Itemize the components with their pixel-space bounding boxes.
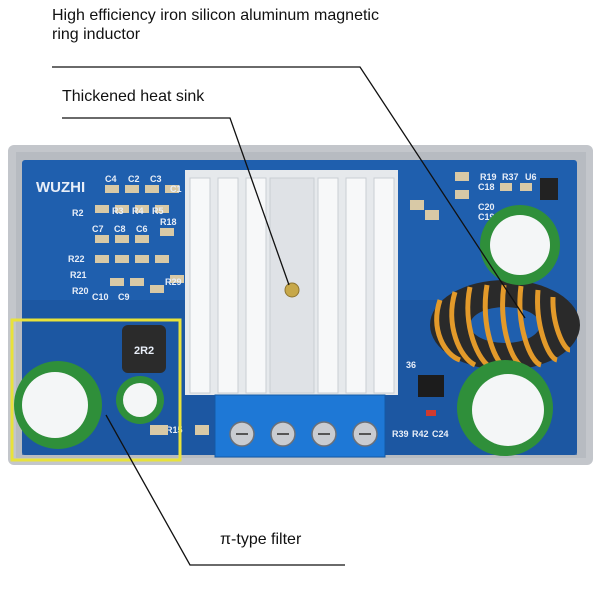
svg-text:R4: R4 — [132, 206, 144, 216]
svg-text:36: 36 — [406, 360, 416, 370]
filter-callout-text: π-type filter — [220, 531, 302, 548]
svg-text:C9: C9 — [118, 292, 130, 302]
svg-text:C6: C6 — [136, 224, 148, 234]
capacitor-left-small — [116, 376, 164, 424]
svg-text:R2: R2 — [72, 208, 84, 218]
svg-text:R37: R37 — [502, 172, 519, 182]
heat-sink — [185, 170, 398, 395]
screw-terminal — [214, 394, 386, 458]
svg-text:R19: R19 — [480, 172, 497, 182]
svg-text:R29: R29 — [165, 277, 182, 287]
svg-text:R20: R20 — [72, 286, 89, 296]
brand-label: WUZHI — [36, 179, 85, 196]
svg-text:R39: R39 — [392, 429, 409, 439]
svg-text:R5: R5 — [152, 206, 164, 216]
svg-text:C24: C24 — [432, 429, 449, 439]
smd-inductor: 2R2 — [122, 325, 166, 373]
svg-text:C19: C19 — [478, 212, 495, 222]
svg-text:R21: R21 — [70, 270, 87, 280]
capacitor-bottom-right — [457, 360, 553, 456]
svg-text:R15: R15 — [166, 425, 183, 435]
svg-text:R18: R18 — [160, 217, 177, 227]
smd-resistor-left — [150, 425, 168, 435]
svg-text:C4: C4 — [105, 174, 117, 184]
capacitor-left-large — [14, 361, 102, 449]
smd-resistor-left-2 — [195, 425, 209, 435]
heat-sink-screw — [284, 282, 300, 298]
svg-text:C18: C18 — [478, 182, 495, 192]
pi-filter-highlight-box — [10, 318, 182, 462]
heat-sink-callout-text: Thickened heat sink — [62, 88, 205, 105]
svg-text:C20: C20 — [478, 202, 495, 212]
inductor-marking: 2R2 — [134, 345, 154, 357]
red-led — [426, 410, 436, 416]
svg-text:C3: C3 — [150, 174, 162, 184]
svg-text:C8: C8 — [114, 224, 126, 234]
smd-components-left — [95, 185, 184, 293]
svg-text:C7: C7 — [92, 224, 104, 234]
svg-text:C2: C2 — [128, 174, 140, 184]
svg-text:R22: R22 — [68, 254, 85, 264]
svg-text:C1: C1 — [170, 184, 182, 194]
ic-chip — [540, 178, 558, 200]
toroid-inductor — [430, 280, 580, 373]
svg-text:R3: R3 — [112, 206, 124, 216]
inductor-callout-text: High efficiency iron silicon aluminum ma… — [52, 7, 379, 43]
svg-text:R42: R42 — [412, 429, 429, 439]
svg-text:U6: U6 — [525, 172, 537, 182]
capacitor-top-right — [480, 205, 560, 285]
transistor — [418, 375, 444, 397]
svg-text:C10: C10 — [92, 292, 109, 302]
callout-lines — [52, 66, 526, 566]
